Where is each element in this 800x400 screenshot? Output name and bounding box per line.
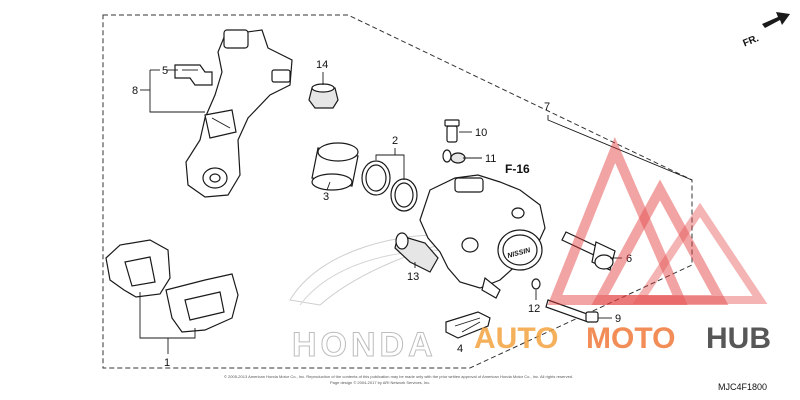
brake-pad-set (105, 239, 239, 333)
callout-11: 11 (485, 153, 496, 165)
caliper-pin-bolt (561, 231, 616, 271)
callout-9: 9 (615, 313, 621, 325)
piston-seal-set (361, 160, 418, 212)
caliper-piston (311, 142, 359, 191)
callout-7: 7 (544, 101, 550, 113)
watermark-part2: MOTO (586, 322, 675, 355)
front-direction-indicator: FR. (741, 12, 790, 49)
pad-retainer-clip (174, 64, 213, 86)
watermark-part3: HUB (706, 322, 771, 355)
fr-label: FR. (741, 33, 760, 49)
callout-6: 6 (626, 253, 632, 265)
callout-4: 4 (457, 343, 463, 355)
section-ref-label: F-16 (505, 162, 530, 176)
callout-2: 2 (392, 135, 398, 147)
bleeder-screw (444, 119, 460, 143)
callout-12: 12 (528, 303, 540, 315)
assembly-boundary (102, 14, 693, 369)
copyright-line-2: Page design © 2004-2017 by ARI Network S… (330, 380, 430, 385)
pin-boot (308, 83, 339, 109)
pad-spring (445, 311, 491, 339)
callout-10: 10 (475, 127, 487, 139)
front-arrow-icon (762, 12, 790, 28)
honda-logo-text: HONDA (292, 326, 437, 364)
callout-1: 1 (164, 357, 170, 369)
callout-5: 5 (162, 65, 168, 77)
bleeder-cap (442, 149, 466, 164)
watermark-part1: AUTO (474, 322, 558, 355)
diagram-code: MJC4F1800 (718, 382, 767, 392)
honda-logo-watermark: HONDA (289, 233, 471, 365)
washer (531, 278, 541, 290)
leader-lines (139, 69, 693, 354)
callout-8: 8 (132, 85, 138, 97)
copyright-line-1: © 2005-2013 American Honda Motor Co., In… (224, 374, 573, 379)
caliper-pin (545, 299, 599, 323)
automotohub-watermark: AUTO MOTO HUB (474, 136, 771, 355)
caliper-bracket (185, 29, 293, 198)
slide-pin-boot (394, 232, 439, 273)
callout-3: 3 (323, 191, 329, 203)
callout-13: 13 (407, 271, 419, 283)
caliper-body: NISSIN (419, 174, 546, 299)
callout-14: 14 (316, 59, 328, 71)
